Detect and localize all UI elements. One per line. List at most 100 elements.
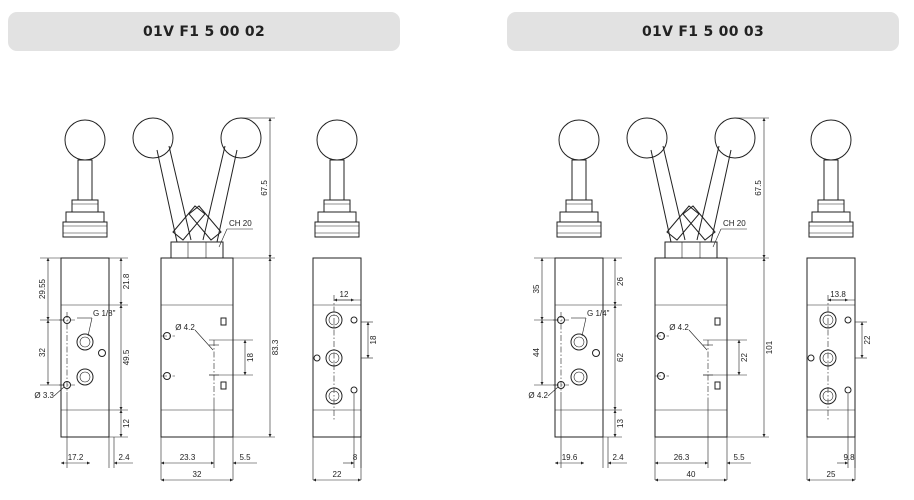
dim-left-mid-label: 32 <box>38 348 47 357</box>
side-vent-bottom <box>714 381 721 390</box>
side-knob-left <box>132 117 174 159</box>
front-port-lower <box>76 368 94 386</box>
front-collar <box>565 199 593 213</box>
side-lever-collar-left <box>666 205 700 241</box>
front-knob-ball <box>558 119 600 161</box>
side-lever-collar-left <box>172 205 206 241</box>
end-small-hole-top <box>844 316 852 324</box>
front-port-upper-inner <box>573 336 585 348</box>
dim-side-width-label: 26.3 <box>674 453 690 462</box>
dim-left-top-label: 35 <box>532 284 541 293</box>
dim-right-mid-label: 62 <box>616 353 625 362</box>
side-lever-right <box>696 145 732 243</box>
valve-drawing-02: G 1/4" Ø 4.2 35 44 26 62 13 19.6 2.4 Ø 4.2 22 CH 20… <box>528 117 872 482</box>
end-hex-nut <box>808 221 854 238</box>
end-body <box>806 257 856 438</box>
side-lever-collar-right <box>682 205 716 241</box>
front-port-lower <box>570 368 588 386</box>
dim-right-bot-label: 12 <box>122 419 131 428</box>
dim-side-total-label: 40 <box>687 470 696 479</box>
front-hex-nut <box>556 221 602 238</box>
dim-end-top-label: 12 <box>340 290 349 299</box>
vent-hole-callout: Ø 4.2 <box>175 323 195 332</box>
end-ring <box>317 211 357 223</box>
front-body <box>554 257 604 438</box>
dim-left-mid-label: 44 <box>532 348 541 357</box>
end-knob-ball <box>316 119 358 161</box>
front-port-upper <box>570 333 588 351</box>
dim-side-holes-label: 18 <box>246 353 255 362</box>
end-collar <box>817 199 845 213</box>
side-hex-nut <box>664 241 718 259</box>
side-lever-left <box>650 145 686 243</box>
port-thread-callout: G 1/8" <box>93 309 116 318</box>
dim-side-holes-label: 22 <box>740 353 749 362</box>
dim-front-width-label: 19.6 <box>562 453 578 462</box>
wrench-callout: CH 20 <box>723 219 746 228</box>
mount-hole-callout: Ø 3.3 <box>34 391 54 400</box>
end-body <box>312 257 362 438</box>
dim-left-top-label: 29.55 <box>38 278 47 299</box>
front-collar <box>71 199 99 213</box>
dim-lever-height-label: 67.5 <box>754 180 763 196</box>
dim-right-top-label: 26 <box>616 277 625 286</box>
dim-right-bot-label: 13 <box>616 419 625 428</box>
dim-side-offset-label: 5.5 <box>239 453 251 462</box>
dim-front-offset-label: 2.4 <box>118 453 130 462</box>
model-title-left: 01V F1 5 00 02 <box>8 12 400 51</box>
mount-hole-callout: Ø 4.2 <box>528 391 548 400</box>
dim-front-offset-label: 2.4 <box>612 453 624 462</box>
dim-right-mid-label: 49.5 <box>122 349 131 365</box>
front-ring <box>65 211 105 223</box>
end-small-hole-side <box>807 354 815 362</box>
front-knob-ball <box>64 119 106 161</box>
front-lever-stem <box>571 159 587 201</box>
dim-end-offset-label: 9.8 <box>843 453 855 462</box>
front-hex-nut <box>62 221 108 238</box>
side-knob-right <box>220 117 262 159</box>
dim-side-width-label: 23.3 <box>180 453 196 462</box>
end-lever-stem <box>823 159 839 201</box>
dim-end-holes-label: 22 <box>863 335 872 344</box>
model-title-right: 01V F1 5 00 03 <box>507 12 899 51</box>
front-side-hole <box>592 349 600 357</box>
side-hex-nut <box>170 241 224 259</box>
port-thread-callout: G 1/4" <box>587 309 610 318</box>
side-vent-top <box>220 317 227 326</box>
end-knob-ball <box>810 119 852 161</box>
side-lever-collar-right <box>188 205 222 241</box>
front-side-hole <box>98 349 106 357</box>
front-port-lower-inner <box>573 371 585 383</box>
end-hex-nut <box>314 221 360 238</box>
dim-side-offset-label: 5.5 <box>733 453 745 462</box>
wrench-callout: CH 20 <box>229 219 252 228</box>
side-knob-left <box>626 117 668 159</box>
front-body <box>60 257 110 438</box>
side-knob-right <box>714 117 756 159</box>
dim-end-top-label: 13.8 <box>830 290 846 299</box>
front-ring <box>559 211 599 223</box>
dim-end-width-label: 22 <box>333 470 342 479</box>
vent-hole-callout: Ø 4.2 <box>669 323 689 332</box>
end-small-hole-top <box>350 316 358 324</box>
end-lever-stem <box>329 159 345 201</box>
dim-lever-height-label: 67.5 <box>260 180 269 196</box>
dim-end-width-label: 25 <box>827 470 836 479</box>
end-ring <box>811 211 851 223</box>
side-vent-bottom <box>220 381 227 390</box>
dim-front-width-label: 17.2 <box>68 453 84 462</box>
side-lever-left <box>156 145 192 243</box>
end-collar <box>323 199 351 213</box>
side-lever-right <box>202 145 238 243</box>
end-small-hole-bottom <box>350 386 358 394</box>
side-vent-top <box>714 317 721 326</box>
front-port-upper-inner <box>79 336 91 348</box>
end-small-hole-side <box>313 354 321 362</box>
dim-side-total-label: 32 <box>193 470 202 479</box>
dim-end-offset-label: 8 <box>353 453 358 462</box>
dim-body-height-label: 101 <box>765 340 774 354</box>
valve-drawing-01: G 1/8" Ø 3.3 29.55 32 21.8 49.5 12 17.2 2.4 Ø 4.2… <box>34 117 378 482</box>
dim-end-holes-label: 18 <box>369 335 378 344</box>
dim-right-top-label: 21.8 <box>122 273 131 289</box>
